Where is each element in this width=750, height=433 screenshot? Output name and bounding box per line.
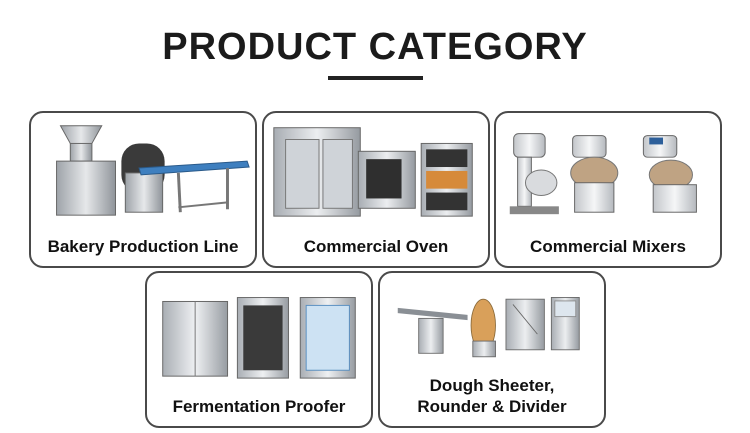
page-title: PRODUCT CATEGORY (162, 26, 588, 68)
category-label: Bakery Production Line (47, 237, 239, 256)
category-card-commercial-oven[interactable]: Commercial Oven (262, 111, 490, 268)
dough-sheeter-rounder-divider-image (397, 297, 580, 358)
category-label: Fermentation Proofer (172, 397, 346, 416)
category-card-commercial-mixers[interactable]: Commercial Mixers (494, 111, 722, 268)
fermentation-proofer-image (162, 297, 356, 379)
category-label-line2: Rounder & Divider (417, 397, 567, 416)
category-card-fermentation-proofer[interactable]: Fermentation Proofer (145, 271, 373, 428)
commercial-mixers-image (509, 133, 697, 215)
category-label-line1: Dough Sheeter, (429, 376, 555, 395)
category-label: Dough Sheeter, Rounder & Divider (380, 375, 604, 417)
commercial-oven-image (273, 127, 473, 217)
category-card-bakery-production-line[interactable]: Bakery Production Line (29, 111, 257, 268)
category-label: Commercial Oven (303, 237, 449, 256)
category-card-dough-sheeter-rounder-divider[interactable]: Dough Sheeter, Rounder & Divider (378, 271, 606, 428)
title-underline (328, 76, 423, 80)
category-label: Commercial Mixers (530, 237, 686, 256)
bakery-production-line-image (56, 125, 250, 216)
